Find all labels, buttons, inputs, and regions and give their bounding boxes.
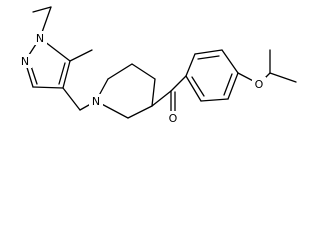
bond-benzene-3	[221, 49, 239, 74]
bond-methyl	[69, 49, 93, 62]
atom-n1-background	[33, 31, 47, 45]
bond-piperidine-c5-c6	[127, 105, 153, 119]
atom-n1-label: N	[36, 32, 44, 45]
bond-pyrazole-c4-c5-double	[58, 62, 66, 85]
bond-benzene-5	[200, 98, 229, 102]
bond-pyrazole-c4-c5	[62, 60, 71, 89]
atom-piperidine-n-label: N	[92, 95, 100, 108]
bond-benzene-6-double	[191, 76, 205, 97]
atom-ketone-oxygen-label: O	[169, 112, 178, 125]
atom-ketone-oxygen-background	[166, 111, 180, 125]
atom-ether-oxygen-background	[252, 77, 266, 91]
bond-carbonyl-aryl	[170, 75, 187, 92]
bond-benzene-6	[185, 75, 202, 102]
bond-linker-1	[62, 87, 81, 111]
atom-piperidine-n-background	[89, 94, 103, 108]
bond-benzene-2	[194, 49, 223, 55]
bond-piperidine-c2-c3	[107, 63, 133, 80]
bond-piperidine-c4-c5	[151, 78, 156, 107]
atom-ether-oxygen-label: O	[255, 78, 264, 91]
bond-piperidine-carbonyl	[151, 90, 172, 107]
bond-isopropyl-methyl-2	[269, 72, 297, 83]
chemical-structure-diagram: N N N O O	[18, 6, 297, 125]
atom-n2-background	[18, 54, 32, 68]
bond-benzene-4	[227, 72, 239, 100]
bond-piperidine-c3-c4	[131, 63, 156, 80]
bond-benzene-1	[185, 53, 196, 77]
bond-benzene-2-double	[197, 55, 220, 60]
atom-n2-label: N	[21, 55, 29, 68]
bond-propyl-1	[32, 6, 52, 13]
bond-benzene-4-double	[223, 73, 233, 96]
bond-pyrazole-c3-c4	[32, 86, 64, 89]
